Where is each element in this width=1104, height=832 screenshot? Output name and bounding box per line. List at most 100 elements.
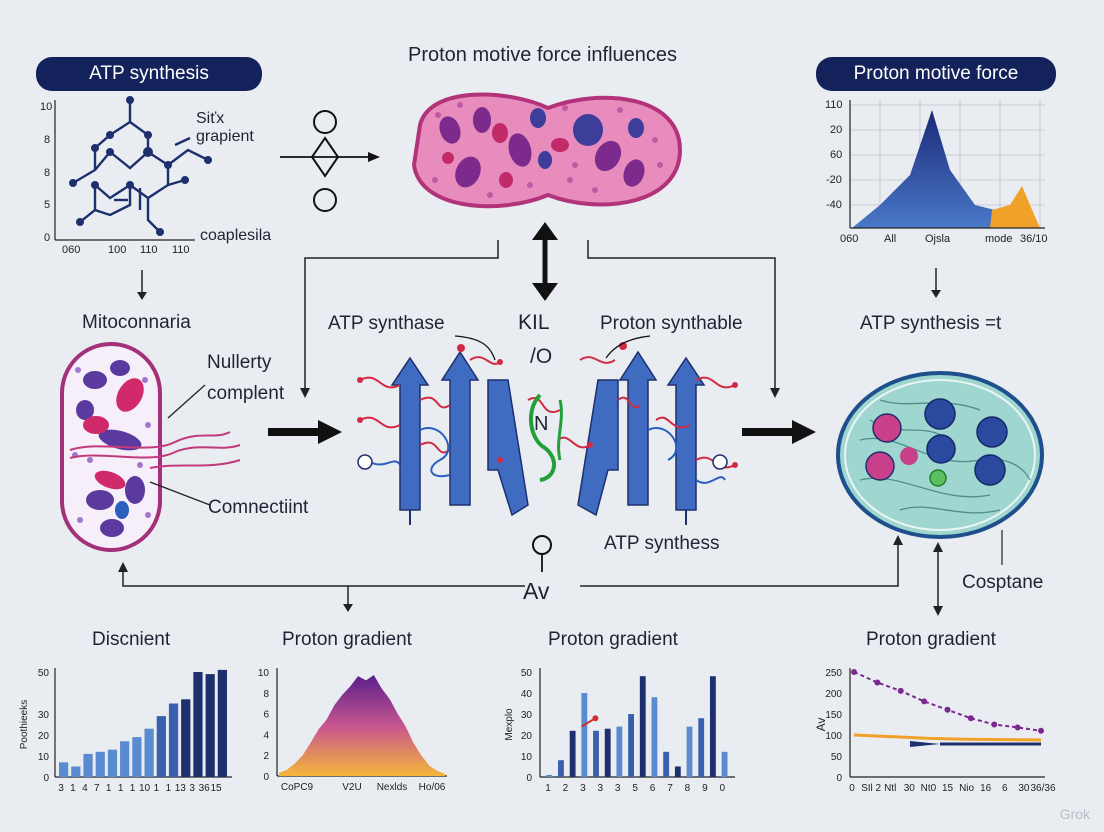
- y-tick-label: 10: [521, 752, 533, 763]
- mito-label-b: complent: [207, 383, 285, 404]
- bar: [144, 728, 154, 777]
- y-tick-label: 50: [38, 668, 50, 679]
- bar: [217, 669, 227, 777]
- x-tick-label: Ntl: [884, 783, 896, 794]
- y-axis-label: Poothieeks: [19, 700, 30, 749]
- x-tick-label: 1: [118, 783, 124, 794]
- mitochondria-title: Mitoconnaria: [82, 312, 191, 333]
- x-tick-label: 3: [598, 783, 604, 794]
- bar: [120, 741, 130, 777]
- y-tick-label: 8: [263, 689, 269, 700]
- x-tick-label: 10: [139, 783, 151, 794]
- y-tick-label: 6: [263, 710, 269, 721]
- av-label: Av: [523, 578, 550, 604]
- molecule-label-b: grapient: [196, 128, 254, 145]
- peak-xtick: Ojsla: [925, 233, 951, 245]
- bar: [709, 676, 716, 777]
- x-tick-label: Nt0: [921, 783, 937, 794]
- arrowhead: [910, 741, 940, 747]
- x-tick-label: 5: [632, 783, 638, 794]
- chart1-title: Discnient: [92, 629, 171, 650]
- bar: [205, 674, 215, 777]
- bar: [674, 766, 681, 777]
- y-tick-label: 40: [521, 689, 533, 700]
- molecule-ytick: 5: [44, 199, 51, 211]
- x-tick-label: 0: [849, 783, 855, 794]
- chart2-title: Proton gradient: [282, 629, 412, 650]
- bar: [604, 728, 611, 777]
- area-series: [279, 675, 445, 776]
- peak-xtick: All: [884, 233, 897, 245]
- molecule-ytick: 10: [40, 101, 53, 113]
- bar: [663, 751, 670, 777]
- y-tick-label: 250: [825, 668, 842, 679]
- atp-synthesis-right-label: ATP synthesis =t: [860, 313, 1002, 334]
- kil-label: KIL: [518, 311, 550, 334]
- x-tick-label: 1: [154, 783, 160, 794]
- y-tick-label: 200: [825, 689, 842, 700]
- x-tick-label: V2U: [342, 782, 361, 793]
- x-tick-label: 2: [563, 783, 569, 794]
- annotation-dot: [592, 715, 599, 722]
- bar: [569, 730, 576, 777]
- y-axis-label: Av: [814, 718, 828, 732]
- y-tick-label: 20: [38, 731, 50, 742]
- x-tick-label: 15: [211, 783, 223, 794]
- x-tick-label: 30: [1018, 783, 1030, 794]
- y-tick-label: 0: [836, 773, 842, 784]
- molecule-label-c: coaplesila: [200, 227, 272, 244]
- x-tick-label: 1: [166, 783, 172, 794]
- x-tick-label: 13: [175, 783, 187, 794]
- bar: [107, 749, 118, 777]
- x-tick-label: Ho/06: [419, 782, 446, 793]
- bar: [181, 699, 191, 777]
- bar: [721, 751, 728, 777]
- bar: [168, 703, 179, 777]
- cosptane-label: Cosptane: [962, 572, 1044, 593]
- bar: [698, 718, 705, 777]
- x-tick-label: 36/36: [1030, 783, 1055, 794]
- y-tick-label: 0: [43, 773, 49, 784]
- peak-ytick: 60: [830, 149, 843, 161]
- x-tick-label: 3: [615, 783, 621, 794]
- y-axis-label: Mexplo: [504, 708, 515, 741]
- bar: [593, 730, 599, 777]
- peak-ytick: 110: [825, 99, 843, 111]
- x-tick-label: 1: [106, 783, 112, 794]
- grok-watermark: Grok: [1059, 806, 1090, 822]
- molecule-xtick: 110: [172, 244, 190, 256]
- proton-motive-force-pill: Proton motive force: [816, 57, 1056, 91]
- y-tick-label: 2: [263, 751, 269, 762]
- x-tick-label: 8: [685, 783, 691, 794]
- peak-ytick: -40: [826, 199, 842, 211]
- mito-label-c: Comnectiint: [208, 497, 309, 518]
- bar: [686, 726, 693, 777]
- y-tick-label: 150: [825, 710, 842, 721]
- x-tick-label: 0: [720, 783, 726, 794]
- peak-ytick: -20: [826, 174, 842, 186]
- x-tick-label: SIl 2: [861, 783, 881, 794]
- y-tick-label: 4: [263, 730, 269, 741]
- atp-synthess-label: ATP synthess: [604, 533, 720, 554]
- y-tick-label: 0: [526, 773, 532, 784]
- molecule-ytick: 0: [44, 232, 51, 244]
- y-tick-label: 50: [521, 668, 533, 679]
- x-tick-label: 6: [650, 783, 656, 794]
- data-point: [1014, 724, 1021, 731]
- main-title: Proton motive force influences: [408, 44, 678, 66]
- bar: [628, 714, 634, 777]
- x-tick-label: 36: [199, 783, 211, 794]
- molecule-label-a: Siťx: [196, 110, 225, 127]
- molecule-ytick: 8: [44, 134, 51, 146]
- x-tick-label: 7: [667, 783, 673, 794]
- peak-xtick: 060: [840, 233, 859, 245]
- x-tick-label: 3: [580, 783, 586, 794]
- peak-ytick: 20: [830, 124, 843, 136]
